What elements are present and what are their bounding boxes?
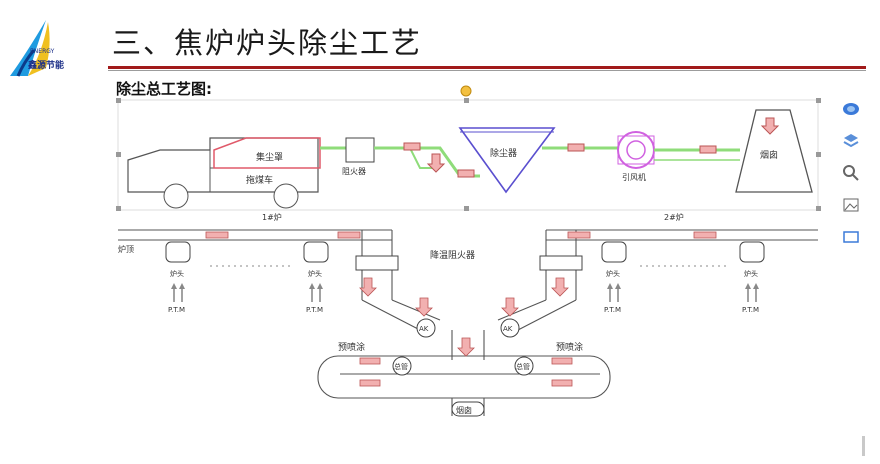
selection-handle-icon [460,85,472,97]
cooler-left [355,255,399,271]
svg-text:炉头: 炉头 [308,269,322,278]
ak-unit-right [500,318,520,338]
stack-label: 烟囱 [760,149,778,161]
top-section-frame [117,99,819,211]
ak-unit-left [416,318,436,338]
row-label: 炉顶 [118,244,134,254]
hood-label: 集尘罩 [256,151,283,163]
ak-label-right: AK [503,325,513,333]
ak-label-left: AK [419,325,429,333]
side-toolbar [840,98,866,258]
bag-filter [458,127,556,194]
globe-icon[interactable] [840,98,862,120]
title-rule-thin [108,70,866,71]
spray-left-label: 预喷涂 [338,341,365,353]
svg-text:P.T.M: P.T.M [742,306,759,314]
cooler-right [539,255,583,271]
filter-label: 除尘器 [490,147,517,159]
page-title: 三、焦炉炉头除尘工艺 [112,26,423,60]
svg-text:P.T.M: P.T.M [168,306,185,314]
chimney [735,109,813,193]
svg-text:炉头: 炉头 [170,269,184,278]
svg-text:炉头: 炉头 [744,269,758,278]
burner-arrows [171,283,759,302]
title-rule [108,66,866,69]
bypass-pipe [374,147,440,169]
svg-text:P.T.M: P.T.M [604,306,621,314]
car-label: 拖煤车 [246,174,273,186]
svg-text:炉头: 炉头 [606,269,620,278]
duct-label-left: 总管 [394,362,408,371]
burner-labels: 炉头 炉头 炉头 炉头 P.T.M P.T.M P.T.M P.T.M [168,269,759,314]
svg-text:P.T.M: P.T.M [306,306,323,314]
dust-hood [213,137,321,169]
burner-units [165,241,765,263]
duct-node-right [514,356,534,376]
fire-arrester [345,137,375,163]
company-logo [10,20,50,77]
left-furnace-label: 1#炉 [262,212,282,222]
coal-car [127,137,319,209]
diagram-subtitle: 除尘总工艺图: [116,80,212,98]
fan-label: 引风机 [622,172,646,182]
scroll-marker [862,436,865,456]
logo-subtext: ENERGY [30,48,55,55]
frame-icon[interactable] [840,226,862,248]
logo-text: 鑫源节能 [28,61,65,71]
duct-node-left [392,356,412,376]
duct-label-right: 总管 [516,362,530,371]
cooler-label: 降温阻火器 [430,249,475,261]
image-icon[interactable] [840,194,862,216]
spray-right-label: 预喷涂 [556,341,583,353]
right-furnace-label: 2#炉 [664,212,684,222]
induced-fan [617,131,655,169]
zoom-icon[interactable] [840,162,862,184]
fire-arrester-label: 阻火器 [342,167,366,176]
bottom-stack [451,401,485,417]
layers-icon[interactable] [840,130,862,152]
bottom-stack-label: 烟囱 [456,405,472,415]
